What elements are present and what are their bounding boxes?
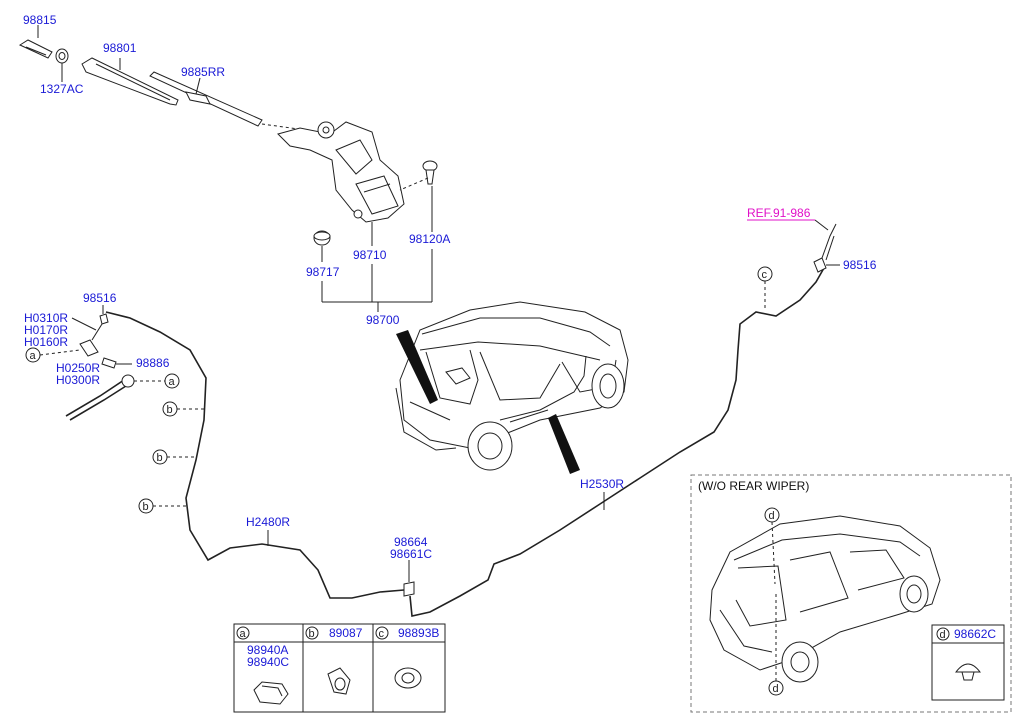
car-rear-view-small	[709, 515, 941, 683]
callout-c[interactable]: c	[757, 266, 773, 310]
part-label-98664[interactable]: 98664	[394, 535, 428, 549]
bolt-98120a[interactable]	[399, 160, 438, 232]
assembly-bracket-98700	[321, 249, 433, 312]
grommet-98717[interactable]	[313, 230, 331, 262]
wiper-cap-98815[interactable]	[18, 25, 53, 59]
wo-rear-wiper-title: (W/O REAR WIPER)	[698, 479, 809, 493]
part-label-98815[interactable]: 98815	[23, 13, 57, 27]
part-label-h2480r[interactable]: H2480R	[246, 515, 290, 529]
legend-cell-d[interactable]: d 98662C	[931, 624, 1005, 701]
check-valve-98886[interactable]	[101, 357, 117, 369]
hose-joint-h0160r[interactable]	[79, 323, 103, 357]
callout-b-2[interactable]: b	[152, 449, 196, 465]
part-label-9885rr[interactable]: 9885RR	[181, 65, 225, 79]
pointer-98700-to-car	[396, 330, 438, 404]
part-label-1327ac[interactable]: 1327AC	[40, 82, 84, 96]
callout-letter-b: b	[157, 452, 163, 464]
wiper-arm-98801[interactable]	[81, 57, 179, 106]
legend-cell-a[interactable]: a 98940A 98940C	[236, 626, 289, 705]
legend-letter-c: c	[379, 628, 385, 640]
car-rear-view-main	[395, 301, 629, 471]
part-label-98516-left[interactable]: 98516	[83, 291, 117, 305]
callout-d-top[interactable]: d	[764, 507, 780, 585]
wo-rear-wiper-panel	[690, 474, 1012, 713]
plug-98662c-icon	[954, 663, 982, 673]
part-label-98700[interactable]: 98700	[366, 313, 400, 327]
connector-98664[interactable]	[403, 560, 415, 597]
callout-letter-b: b	[167, 404, 173, 416]
pointer-h2530r-to-car	[548, 414, 580, 474]
wiper-motor-98710[interactable]	[277, 121, 405, 246]
callout-a-left[interactable]: a	[25, 347, 81, 363]
callout-letter-a: a	[169, 376, 176, 388]
ref-link-91-986[interactable]: REF.91-986	[747, 206, 811, 220]
clip-98940-icon	[253, 681, 289, 705]
part-label-h2530r[interactable]: H2530R	[580, 477, 624, 491]
part-label-98661c[interactable]: 98661C	[390, 547, 432, 561]
callout-letter-c: c	[762, 269, 768, 281]
legend-letter-b: b	[309, 628, 315, 640]
nozzle-98516-left[interactable]	[99, 305, 109, 325]
nut-1327ac[interactable]	[55, 48, 69, 82]
hose-h2480r[interactable]	[105, 311, 405, 599]
callout-b-3[interactable]: b	[138, 498, 186, 514]
part-label-h0250r[interactable]: H0250R	[56, 361, 100, 375]
part-label-98886[interactable]: 98886	[136, 356, 170, 370]
part-label-h0160r[interactable]: H0160R	[24, 335, 68, 349]
callout-letter-d: d	[773, 683, 779, 695]
part-label-h0310r[interactable]: H0310R	[24, 311, 68, 325]
part-label-98801[interactable]: 98801	[103, 41, 137, 55]
legend-part-98662c: 98662C	[954, 627, 996, 641]
callout-letter-d: d	[769, 510, 775, 522]
part-label-h0300r[interactable]: H0300R	[56, 373, 100, 387]
legend-letter-a: a	[240, 628, 247, 640]
callout-letter-b: b	[143, 501, 149, 513]
callout-b-1[interactable]: b	[162, 401, 204, 417]
part-label-98516-right[interactable]: 98516	[843, 258, 877, 272]
part-label-98120a[interactable]: 98120A	[409, 232, 450, 246]
wiper-blade-9885rr[interactable]	[149, 71, 263, 127]
callout-letter-a: a	[30, 350, 37, 362]
legend-part-89087: 89087	[329, 626, 363, 640]
nozzle-98516-right[interactable]	[813, 223, 840, 273]
legend-cell-b[interactable]: b 89087	[305, 626, 363, 695]
legend-part-98940a: 98940A	[247, 643, 288, 657]
part-label-98717[interactable]: 98717	[306, 265, 340, 279]
callout-d-bottom[interactable]: d	[768, 594, 784, 696]
hose-h2530r[interactable]	[409, 267, 825, 617]
legend-part-98893b: 98893B	[398, 626, 439, 640]
legend-letter-d: d	[940, 629, 946, 641]
legend-part-98940c: 98940C	[247, 655, 289, 669]
part-label-h0170r[interactable]: H0170R	[24, 323, 68, 337]
legend-cell-c[interactable]: c 98893B	[375, 626, 439, 689]
callout-a-right[interactable]: a	[134, 373, 180, 389]
part-label-98710[interactable]: 98710	[353, 248, 387, 262]
